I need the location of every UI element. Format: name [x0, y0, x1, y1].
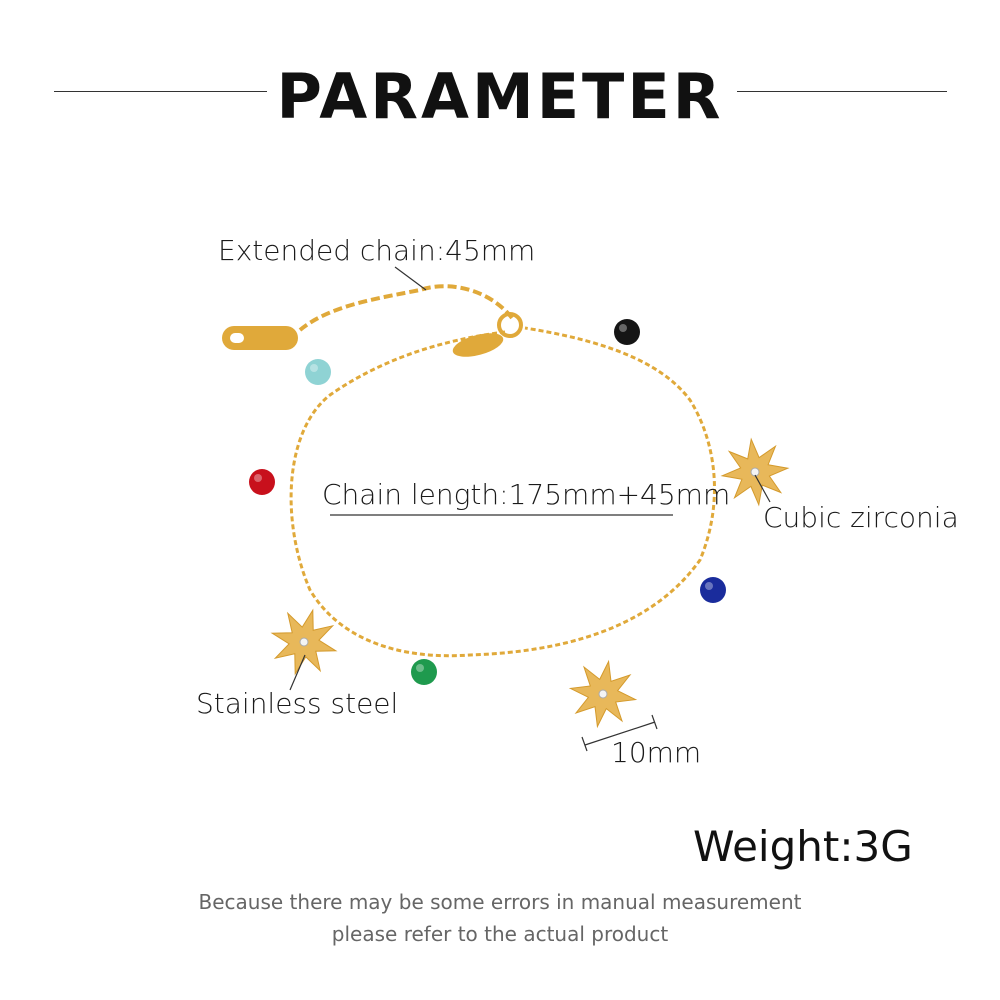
extension-chain — [298, 284, 514, 332]
annotation-lines — [289, 266, 771, 752]
cubic-zirconia-label: Cubic zirconia — [763, 501, 959, 534]
bracelet-charms — [249, 319, 790, 729]
extended-chain-label: Extended chain:45mm — [218, 234, 536, 267]
bead-highlight — [416, 664, 424, 672]
stainless-steel-label: Stainless steel — [196, 687, 399, 720]
chain-length-label: Chain length:175mm+45mm — [322, 478, 731, 511]
red-bead — [249, 469, 275, 495]
blue-bead — [700, 577, 726, 603]
size-measure-tick-right — [651, 714, 658, 730]
chain-tag-hole — [230, 333, 244, 343]
cubic-zirconia-pointer — [754, 474, 771, 503]
black-bead — [614, 319, 640, 345]
bracelet-chain — [222, 284, 716, 658]
extended-chain-pointer — [394, 266, 427, 291]
weight-label: Weight:3G — [693, 822, 913, 871]
stainless-steel-pointer — [289, 654, 306, 691]
pendant-size-label: 10mm — [611, 736, 702, 769]
jump-ring — [497, 312, 523, 338]
disclaimer-line-1: Because there may be some errors in manu… — [198, 890, 802, 914]
lobster-clasp — [452, 333, 504, 357]
bead-highlight — [619, 324, 627, 332]
bead-highlight — [310, 364, 318, 372]
size-measure-line — [584, 721, 656, 746]
bead-highlight — [705, 582, 713, 590]
cubic-zirconia-stone — [750, 467, 760, 477]
size-measure-tick-left — [581, 736, 588, 752]
page-title: PARAMETER — [276, 60, 724, 133]
cubic-zirconia-stone — [598, 689, 608, 699]
chain-tag — [222, 326, 298, 350]
cubic-zirconia-stone — [299, 637, 309, 647]
title-rule-right — [737, 91, 947, 92]
title-rule-left — [54, 91, 267, 92]
aqua-bead — [305, 359, 331, 385]
main-chain — [289, 326, 716, 658]
disclaimer-line-2: please refer to the actual product — [331, 922, 669, 946]
green-bead — [411, 659, 437, 685]
bead-highlight — [254, 474, 262, 482]
